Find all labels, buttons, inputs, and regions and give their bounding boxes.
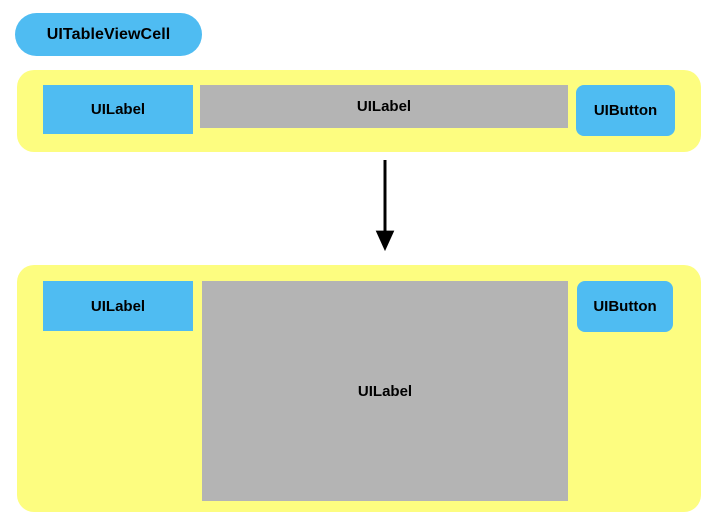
cell-collapsed-left-label-text: UILabel xyxy=(90,101,146,118)
cell-expanded-right-button[interactable]: UIButton xyxy=(577,281,673,332)
cell-expanded-center-label: UILabel xyxy=(202,281,568,501)
uitableviewcell-badge-label: UITableViewCell xyxy=(46,25,171,43)
cell-collapsed-center-label-text: UILabel xyxy=(356,98,412,115)
cell-expanded-left-label: UILabel xyxy=(43,281,193,331)
cell-collapsed-right-button[interactable]: UIButton xyxy=(576,85,675,136)
cell-expanded-left-label-text: UILabel xyxy=(90,297,146,315)
cell-collapsed-left-label: UILabel xyxy=(43,85,193,134)
arrow-down-icon xyxy=(375,160,395,252)
transforms-into-arrow xyxy=(370,160,400,253)
cell-expanded-right-button-text: UIButton xyxy=(593,298,657,315)
cell-collapsed-center-label: UILabel xyxy=(200,85,568,128)
cell-expanded-center-label-text: UILabel xyxy=(357,382,413,400)
uitableviewcell-badge: UITableViewCell xyxy=(15,13,202,56)
cell-collapsed-right-button-text: UIButton xyxy=(593,102,658,119)
